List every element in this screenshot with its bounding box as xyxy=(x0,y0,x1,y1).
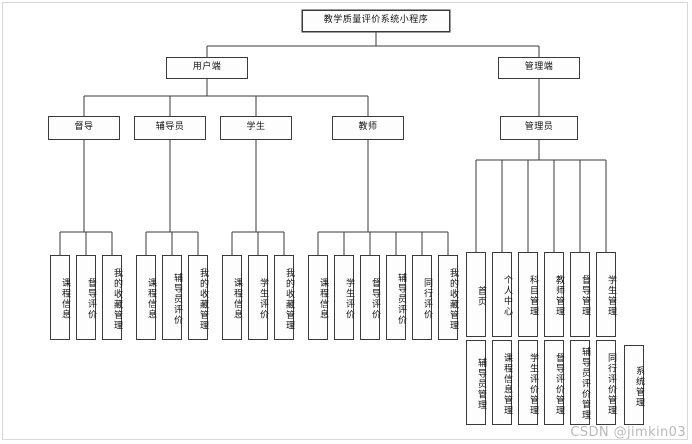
leaf-admin-10[interactable]: 辅导员评价管理 xyxy=(570,340,590,425)
leaf-admin-12[interactable]: 系统管理 xyxy=(624,345,644,425)
node-root[interactable]: 教学质量评价系统小程序 xyxy=(302,10,450,32)
leaf-teacher-5[interactable]: 我的收藏管理 xyxy=(438,255,458,340)
leaf-teacher-3[interactable]: 辅导员评价 xyxy=(386,255,406,340)
node-teacher[interactable]: 教师 xyxy=(332,116,404,140)
leaf-admin-8[interactable]: 学生评价管理 xyxy=(518,340,538,425)
leaf-supervisor-1[interactable]: 督导评价 xyxy=(76,255,96,340)
leaf-teacher-1[interactable]: 学生评价 xyxy=(334,255,354,340)
csdn-watermark: CSDN @jimkin03 xyxy=(570,425,686,440)
leaf-admin-4[interactable]: 督导管理 xyxy=(570,252,590,337)
leaf-teacher-0[interactable]: 课程信息 xyxy=(308,255,328,340)
leaf-admin-5[interactable]: 学生管理 xyxy=(596,252,616,337)
leaf-admin-9[interactable]: 督导评价管理 xyxy=(544,340,564,425)
leaf-admin-7[interactable]: 课程信息管理 xyxy=(492,340,512,425)
node-counselor[interactable]: 辅导员 xyxy=(134,116,206,140)
leaf-counselor-2[interactable]: 我的收藏管理 xyxy=(188,255,208,340)
leaf-student-2[interactable]: 我的收藏管理 xyxy=(274,255,294,340)
node-admin-side[interactable]: 管理端 xyxy=(498,57,580,79)
node-administrator[interactable]: 管理员 xyxy=(500,116,578,140)
node-user-side[interactable]: 用户端 xyxy=(166,57,248,79)
leaf-teacher-4[interactable]: 同行评价 xyxy=(412,255,432,340)
leaf-student-1[interactable]: 学生评价 xyxy=(248,255,268,340)
leaf-counselor-0[interactable]: 课程信息 xyxy=(136,255,156,340)
leaf-supervisor-2[interactable]: 我的收藏管理 xyxy=(102,255,122,340)
leaf-counselor-1[interactable]: 辅导员评价 xyxy=(162,255,182,340)
leaf-teacher-2[interactable]: 督导评价 xyxy=(360,255,380,340)
leaf-student-0[interactable]: 课程信息 xyxy=(222,255,242,340)
leaf-supervisor-0[interactable]: 课程信息 xyxy=(50,255,70,340)
leaf-admin-3[interactable]: 教师管理 xyxy=(544,252,564,337)
leaf-admin-1[interactable]: 个人中心 xyxy=(492,252,512,337)
node-supervisor[interactable]: 督导 xyxy=(48,116,120,140)
leaf-admin-11[interactable]: 同行评价管理 xyxy=(596,340,616,425)
node-student[interactable]: 学生 xyxy=(220,116,292,140)
leaf-admin-2[interactable]: 科目管理 xyxy=(518,252,538,337)
leaf-admin-6[interactable]: 辅导员管理 xyxy=(466,340,486,425)
leaf-admin-0[interactable]: 首页 xyxy=(466,252,486,337)
